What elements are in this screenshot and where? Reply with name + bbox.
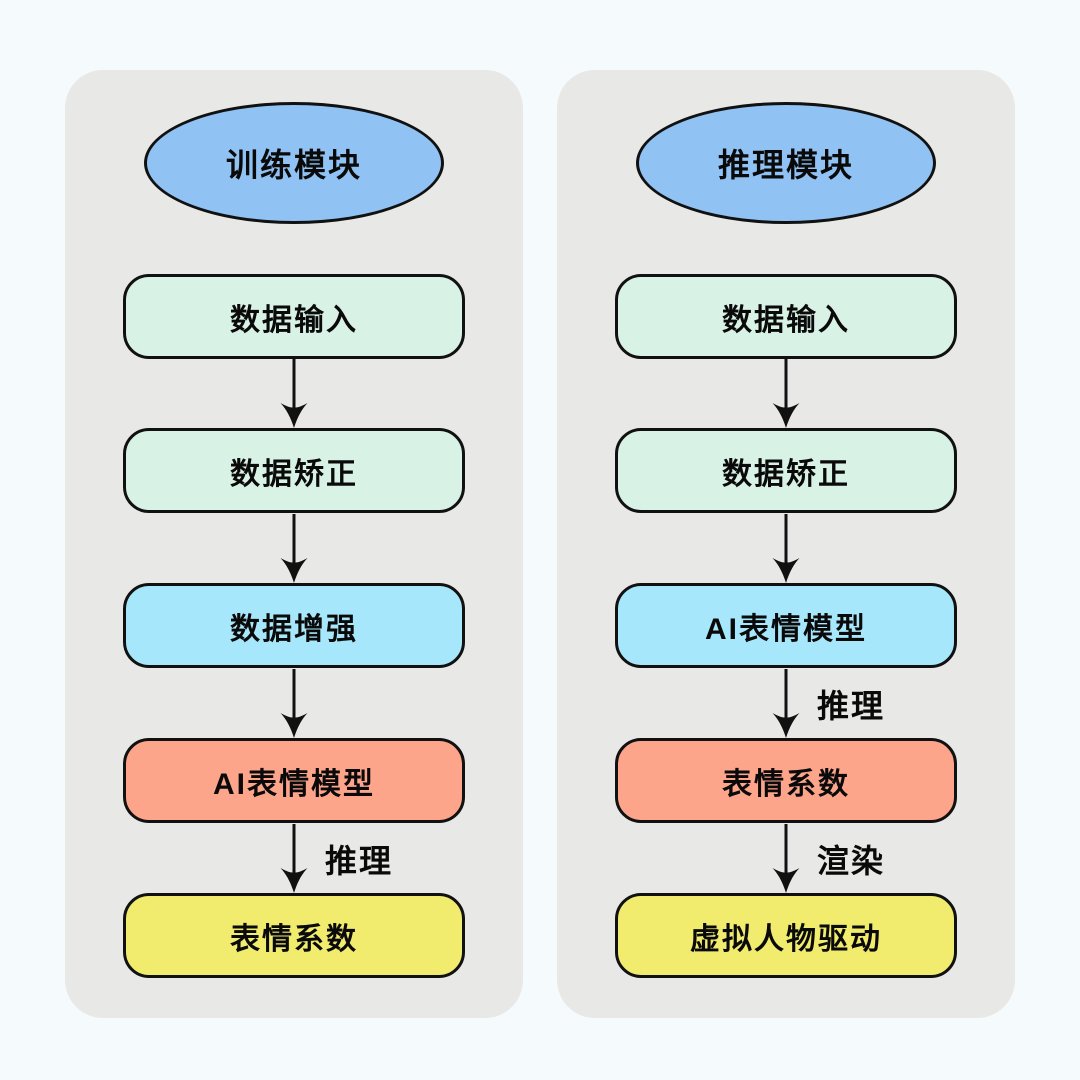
arrow-head xyxy=(772,713,800,738)
arrow-head xyxy=(772,403,800,428)
flow-arrow-down xyxy=(280,669,308,738)
module-title: 训练模块 xyxy=(225,147,362,183)
node-ai-expression-model: AI表情模型 xyxy=(615,583,957,668)
arrow-head xyxy=(280,868,308,893)
edge-label xyxy=(325,359,465,428)
node-virtual-character-driving: 虚拟人物驱动 xyxy=(615,893,957,978)
node-label: AI表情模型 xyxy=(213,767,375,801)
module-title: 推理模块 xyxy=(717,147,854,183)
node-data-input: 数据输入 xyxy=(615,274,957,359)
node-label: 表情系数 xyxy=(722,767,850,801)
flow-arrow-down xyxy=(772,824,800,893)
arrow-head xyxy=(280,558,308,583)
panel-inference-module: 推理模块 数据输入 数据矫正 AI表情模型 表情系数 虚拟人物驱动 xyxy=(557,70,1015,1018)
node-label: 数据输入 xyxy=(230,303,358,337)
edge-label-inference: 推理 xyxy=(325,842,394,879)
flow-arrow-down xyxy=(772,669,800,738)
node-label: 数据矫正 xyxy=(230,457,358,491)
flow-arrow-down xyxy=(280,514,308,583)
edge-label xyxy=(817,514,957,583)
arrow-head xyxy=(280,403,308,428)
module-title-ellipse: 训练模块 xyxy=(144,102,444,224)
node-data-augmentation: 数据增强 xyxy=(123,583,465,668)
node-data-input: 数据输入 xyxy=(123,274,465,359)
node-data-correction: 数据矫正 xyxy=(615,428,957,513)
node-label: 虚拟人物驱动 xyxy=(690,922,882,956)
edge-label-inference: 推理 xyxy=(817,687,886,724)
node-label: 数据输入 xyxy=(722,303,850,337)
flow-arrow-down xyxy=(772,359,800,428)
node-expression-coefficients: 表情系数 xyxy=(123,893,465,978)
edge-label xyxy=(325,514,465,583)
node-expression-coefficients: 表情系数 xyxy=(615,738,957,823)
arrow-head xyxy=(280,713,308,738)
edge-label xyxy=(325,669,465,738)
flow-arrow-down xyxy=(772,514,800,583)
arrow-head xyxy=(772,558,800,583)
flow-arrow-down xyxy=(280,824,308,893)
node-label: 数据矫正 xyxy=(722,457,850,491)
edge-label xyxy=(817,359,957,428)
arrow-head xyxy=(772,868,800,893)
panel-training-module: 训练模块 数据输入 数据矫正 数据增强 AI表情模型 表情系数 xyxy=(65,70,523,1018)
module-title-ellipse: 推理模块 xyxy=(636,102,936,224)
node-label: 数据增强 xyxy=(230,612,358,646)
node-data-correction: 数据矫正 xyxy=(123,428,465,513)
node-label: AI表情模型 xyxy=(705,612,867,646)
edge-label-render: 渲染 xyxy=(817,842,886,879)
node-ai-expression-model: AI表情模型 xyxy=(123,738,465,823)
flow-arrow-down xyxy=(280,359,308,428)
node-label: 表情系数 xyxy=(230,922,358,956)
